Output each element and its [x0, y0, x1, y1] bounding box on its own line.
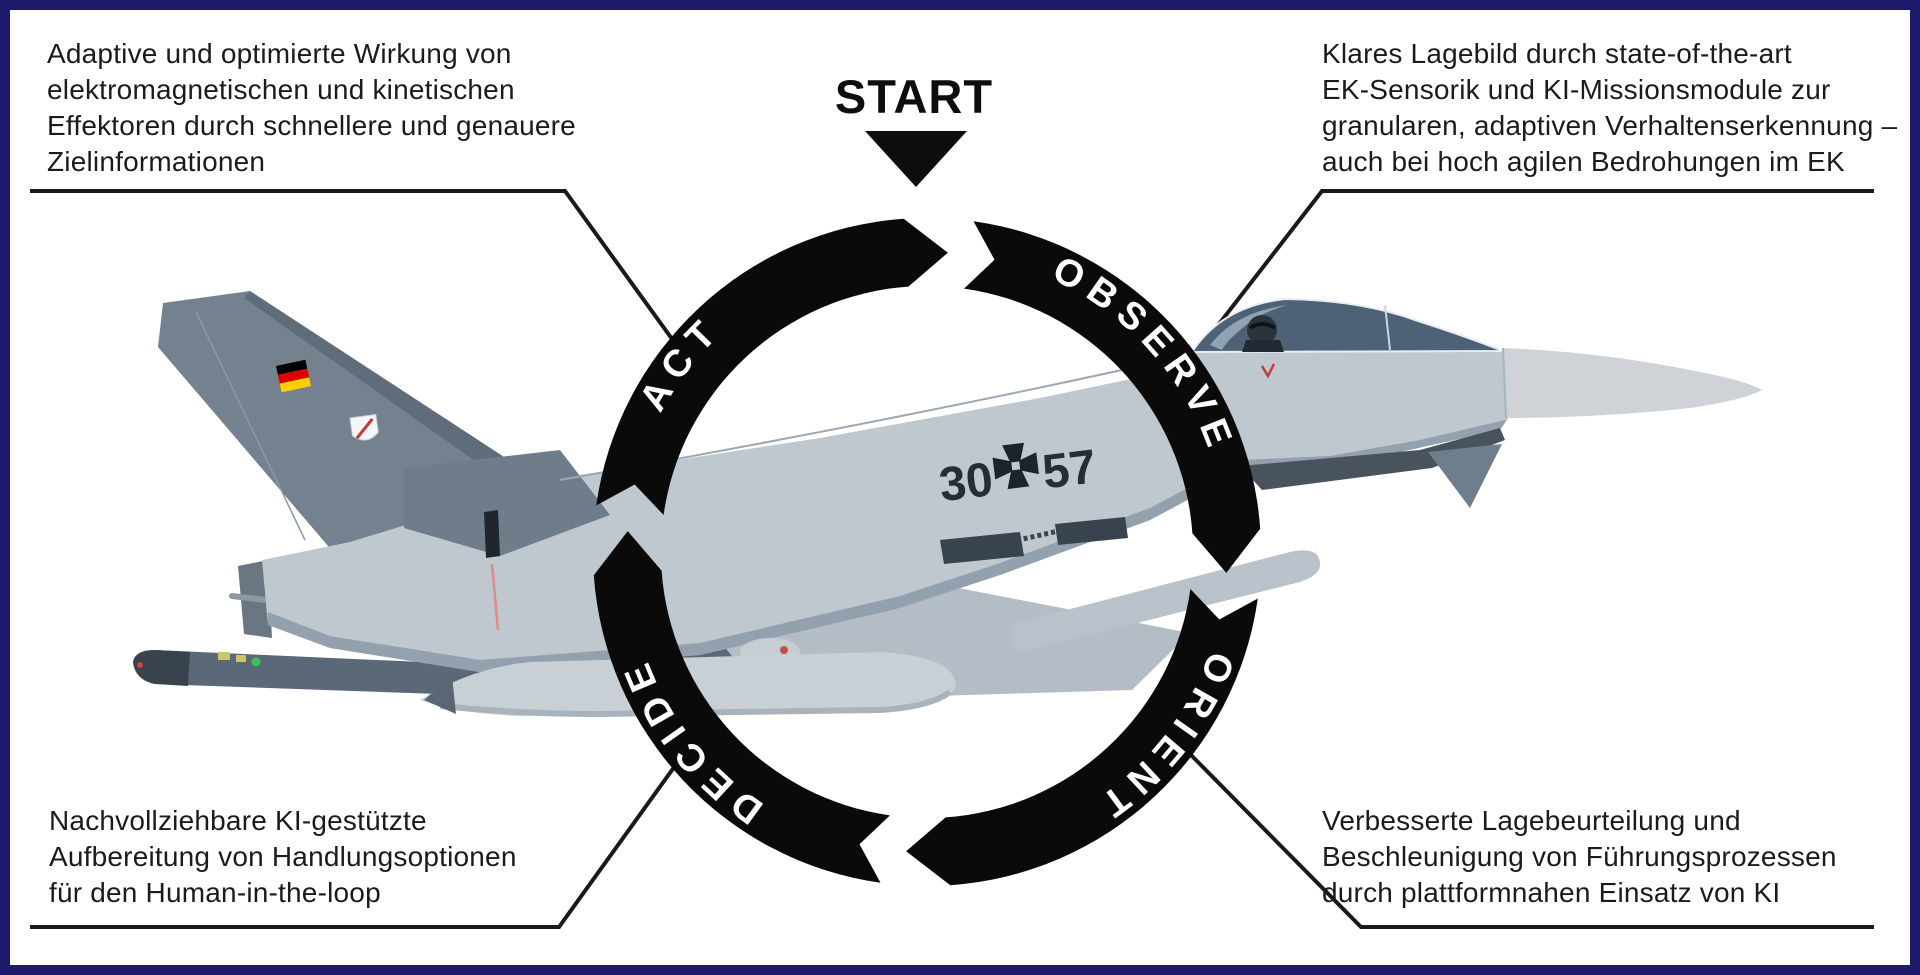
red-stripe-marking — [490, 563, 500, 631]
start-label: START — [835, 70, 993, 123]
tail-code-right: 57 — [1040, 440, 1099, 499]
annotation-line: Klares Lagebild durch state-of-the-art — [1322, 38, 1792, 69]
annotation-line: elektromagnetischen und kinetischen — [47, 74, 515, 105]
pod-stencil-2 — [236, 655, 246, 662]
annotation-top-right: Klares Lagebild durch state-of-the-art E… — [1322, 36, 1897, 180]
annotation-bottom-left: Nachvollziehbare KI-gestützte Aufbereitu… — [49, 803, 517, 911]
tail-fin-leading-edge — [244, 291, 550, 494]
annotation-line: Nachvollziehbare KI-gestützte — [49, 805, 427, 836]
canard — [1428, 444, 1502, 508]
radome — [1503, 348, 1762, 418]
annotation-top-left: Adaptive und optimierte Wirkung von elek… — [47, 36, 576, 180]
squadron-crest-icon — [349, 413, 379, 441]
annotation-line: granularen, adaptiven Verhaltenserkennun… — [1322, 110, 1898, 141]
ring-segment-decide — [593, 531, 890, 883]
rescue-marking — [1260, 363, 1276, 379]
leader-line-bottom-left — [30, 750, 687, 929]
annotation-line: Zielinformationen — [47, 146, 266, 177]
annotation-line: für den Human-in-the-loop — [49, 877, 381, 908]
drop-tank-shade — [439, 689, 952, 718]
rudder-seam — [195, 311, 306, 541]
annotation-line: durch plattformnahen Einsatz von KI — [1322, 877, 1781, 908]
annotation-line: Verbesserte Lagebeurteilung und — [1322, 805, 1741, 836]
drop-tank-fin — [424, 676, 456, 714]
pilot-visor — [1248, 322, 1277, 330]
pylon — [940, 532, 1024, 564]
tail-probe — [229, 593, 269, 603]
pilot-torso — [1242, 340, 1284, 352]
stencil-dashes — [1016, 524, 1079, 543]
leader-lines — [30, 189, 1874, 929]
annotation-line: Effektoren durch schnellere und genauere — [47, 110, 576, 141]
wingtip-pod-cap — [133, 650, 190, 686]
tail-code-left: 30 — [936, 453, 995, 512]
missile-pod — [1011, 550, 1321, 651]
pod-green-marking — [251, 657, 261, 667]
tail-code-group: 30 57 — [936, 440, 1099, 543]
pod-red-marking — [137, 662, 143, 668]
annotation-line: Beschleunigung von Führungsprozessen — [1322, 841, 1837, 872]
annotation-line: Aufbereitung von Handlungsoptionen — [49, 841, 517, 872]
leader-line-bottom-right — [1188, 752, 1874, 929]
pilot-helmet — [1247, 315, 1277, 345]
ring-segment-act — [596, 218, 948, 516]
annotation-line: Adaptive und optimierte Wirkung von — [47, 38, 512, 69]
canopy-frame — [1384, 304, 1391, 351]
ooda-ring — [593, 218, 1261, 886]
radome-seam — [1502, 347, 1507, 419]
store-red-dot — [780, 646, 788, 654]
annotation-bottom-right: Verbesserte Lagebeurteilung und Beschleu… — [1322, 803, 1837, 911]
leader-line-top-right — [1193, 189, 1874, 357]
iron-cross-icon — [992, 442, 1039, 490]
dorsal-vent — [484, 510, 500, 558]
canopy-reflection — [1210, 305, 1288, 350]
german-flag-icon — [276, 359, 311, 393]
pod-stencil — [218, 652, 230, 660]
dorsal-fairing — [404, 450, 610, 556]
ring-segment-observe — [964, 221, 1261, 573]
annotation-line: EK-Sensorik und KI-Missionsmodule zur — [1322, 74, 1831, 105]
start-arrow-down-icon — [865, 131, 967, 187]
ring-segment-orient — [906, 589, 1258, 886]
leader-line-top-left — [30, 189, 682, 352]
fuselage-belly-shade — [268, 418, 1508, 672]
annotation-line: auch bei hoch agilen Bedrohungen im EK — [1322, 146, 1845, 177]
aircraft-image: 30 57 — [133, 291, 1762, 718]
pylon-2 — [1055, 517, 1128, 545]
intake-chin — [1240, 428, 1505, 490]
